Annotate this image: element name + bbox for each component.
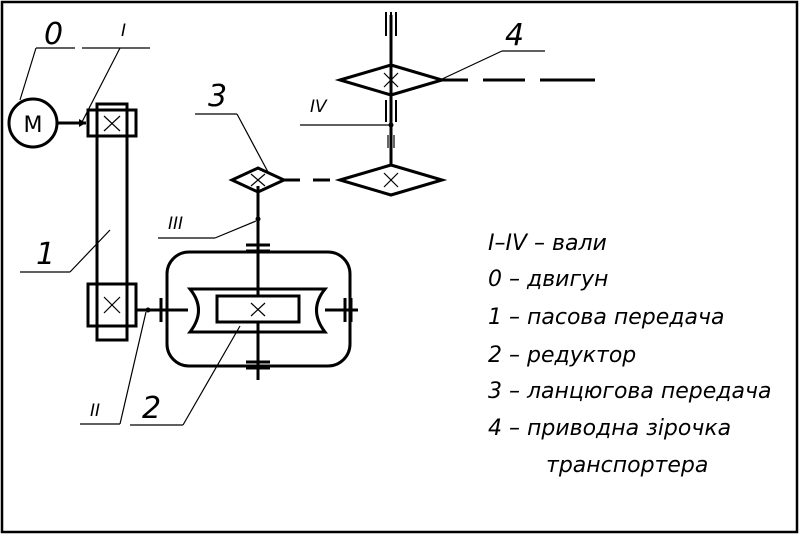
shaft-2-point [145,307,151,313]
belt-bottom-pulley [86,282,138,328]
leader-shaft-2 [119,311,147,425]
small-sprocket-cross-b [250,173,266,187]
legend-line-4: 2 – редуктор [488,343,636,368]
legend-line-2: 0 – двигун [488,267,608,292]
legend: I–IV – вали 0 – двигун 1 – пасова переда… [488,231,771,478]
leader-drive-sprocket [439,50,503,81]
lower-sprocket-shaft-4 [334,163,448,197]
label-chain-drive: 3 [208,79,227,114]
motor-symbol: M [24,113,43,138]
leader-shaft-1 [81,47,121,123]
label-shaft-3: III [168,214,183,234]
label-shaft-4: IV [310,97,328,117]
label-belt-drive: 1 [36,237,55,272]
bottom-pulley-cross-b [103,296,121,314]
motor: M [7,97,86,149]
upper-sprocket-cross-b [383,72,399,88]
leader-reducer [182,325,241,426]
lower-sprocket-cross-b [383,172,399,188]
legend-line-1: I–IV – вали [488,231,607,256]
leader-shaft-3 [214,220,257,239]
leader-belt [69,229,111,273]
label-motor: 0 [44,17,63,52]
shaft-3-point [255,216,261,222]
legend-line-3: 1 – пасова передача [488,305,724,330]
top-pulley-cross-b [103,115,121,132]
lower-sprocket [334,163,448,197]
belt-drive [86,102,138,342]
legend-line-6: 4 – приводна зірочка [488,416,731,441]
leader-motor [19,47,37,101]
leader-chain [236,113,269,173]
label-shaft-1: I [121,21,126,41]
legend-line-5: 3 – ланцюгова передача [488,379,771,404]
label-reducer: 2 [142,391,161,426]
shaft-4-point [388,122,394,128]
belt-top-pulley [86,108,138,138]
worm-cross-b [250,302,266,317]
belt-body [95,102,129,342]
reducer [165,222,358,380]
label-shaft-2: II [90,401,100,421]
legend-line-7: транспортера [546,453,708,478]
reducer-gear-outline [186,287,329,334]
label-drive-sprocket: 4 [505,18,524,53]
motor-shaft-arrow [79,119,86,127]
